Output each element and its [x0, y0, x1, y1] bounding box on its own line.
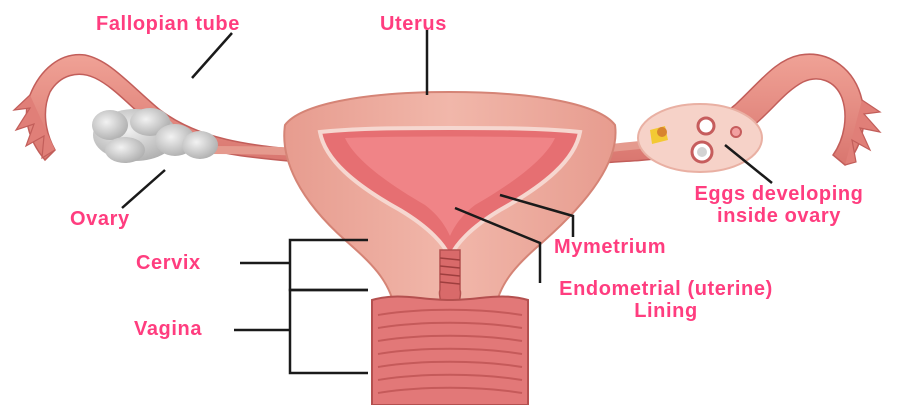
label-vagina: Vagina	[134, 318, 202, 340]
label-eggs-developing: Eggs developing inside ovary	[648, 183, 910, 227]
label-endometrial-line1: Endometrial (uterine)	[503, 278, 829, 300]
label-cervix: Cervix	[136, 252, 201, 274]
bracket-vagina	[290, 290, 368, 373]
label-mymetrium: Mymetrium	[554, 236, 666, 258]
label-endometrial-lining: Endometrial (uterine) Lining	[503, 278, 829, 322]
right-ovary-with-eggs	[638, 104, 762, 172]
label-fallopian-tube: Fallopian tube	[96, 13, 240, 35]
label-endometrial-line2: Lining	[503, 300, 829, 322]
label-uterus: Uterus	[380, 13, 447, 35]
leader-fallopian-tube	[192, 33, 232, 78]
label-eggs-line1: Eggs developing	[648, 183, 910, 205]
label-eggs-line2: inside ovary	[648, 205, 910, 227]
left-ovary	[92, 108, 218, 163]
label-ovary: Ovary	[70, 208, 130, 230]
leader-ovary	[122, 170, 165, 208]
